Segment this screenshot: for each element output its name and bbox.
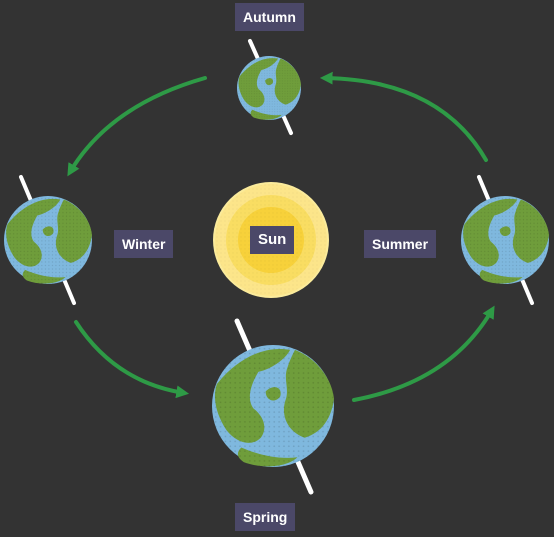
orbit-arrow-icon bbox=[352, 305, 495, 402]
orbit-arrow-icon bbox=[67, 76, 207, 177]
earth-globe-icon bbox=[4, 175, 92, 305]
earth-globe-icon bbox=[212, 318, 334, 495]
season-label-summer: Summer bbox=[364, 230, 437, 258]
earth-globe-icon bbox=[237, 39, 301, 135]
earth-globe-icon bbox=[461, 175, 549, 305]
sun-label: Sun bbox=[250, 226, 295, 254]
orbit-arrow-icon bbox=[74, 320, 190, 399]
season-label-spring: Spring bbox=[235, 503, 296, 531]
orbit-arrow-icon bbox=[319, 71, 488, 162]
season-label-winter: Winter bbox=[114, 230, 174, 258]
season-label-autumn: Autumn bbox=[235, 3, 304, 31]
